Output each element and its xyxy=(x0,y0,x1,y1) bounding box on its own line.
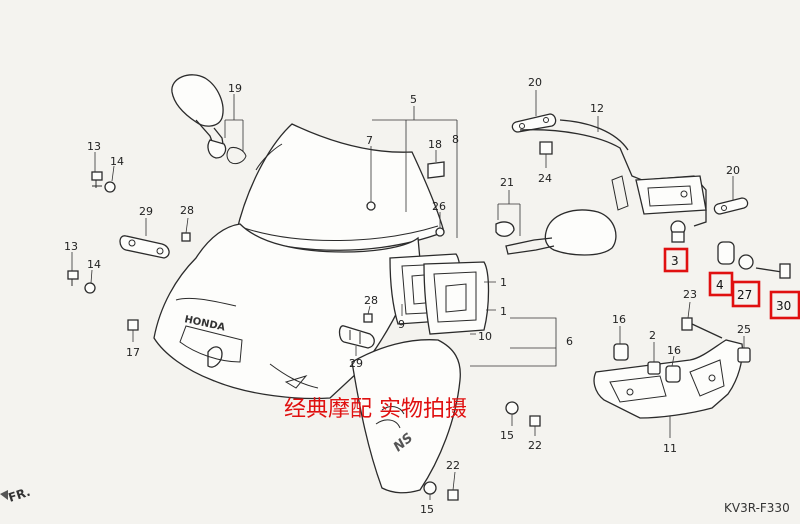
label-14-top: 14 xyxy=(110,155,124,168)
left-mirror xyxy=(171,74,247,165)
label-28-top: 28 xyxy=(180,204,194,217)
inner-panel-10 xyxy=(423,261,490,335)
label-13-top: 13 xyxy=(87,140,101,153)
stay-bracket-12 xyxy=(519,119,707,227)
label-8: 8 xyxy=(452,133,459,146)
label-13-lower: 13 xyxy=(64,240,78,253)
rubber-4 xyxy=(717,241,735,265)
label-17: 17 xyxy=(126,346,140,359)
label-16-left: 16 xyxy=(612,313,626,326)
bolt-30 xyxy=(755,263,791,279)
label-11: 11 xyxy=(663,442,677,455)
label-6: 6 xyxy=(566,335,573,348)
label-25: 25 xyxy=(737,323,751,336)
label-30: 30 xyxy=(776,299,791,313)
washer-27 xyxy=(738,254,754,270)
bolt-28-top xyxy=(181,232,191,242)
highlight-box-30 xyxy=(769,290,800,320)
label-1a: 1 xyxy=(500,276,507,289)
collar-2 xyxy=(647,361,661,375)
label-26: 26 xyxy=(432,200,446,213)
grommet-15-bottom xyxy=(423,481,437,495)
label-22-mid: 22 xyxy=(528,439,542,452)
bracket-20-right xyxy=(713,197,749,215)
label-20-right: 20 xyxy=(726,164,740,177)
label-5: 5 xyxy=(410,93,417,106)
label-7: 7 xyxy=(366,134,373,147)
bolt-13-lower xyxy=(67,270,79,280)
washer-14-top xyxy=(104,181,116,193)
bushing-24 xyxy=(539,141,553,155)
clip-17 xyxy=(127,319,139,331)
label-29-top: 29 xyxy=(139,205,153,218)
screw-7 xyxy=(366,201,376,211)
label-22-bottom: 22 xyxy=(446,459,460,472)
sticker-18 xyxy=(427,161,445,179)
fr-arrow-icon xyxy=(0,490,8,500)
windscreen xyxy=(235,123,445,251)
label-10: 10 xyxy=(478,330,492,343)
label-21: 21 xyxy=(500,176,514,189)
label-23: 23 xyxy=(683,288,697,301)
highlight-box-27 xyxy=(731,280,761,308)
nut-25 xyxy=(737,347,751,363)
label-29-mid: 29 xyxy=(349,357,363,370)
label-4: 4 xyxy=(716,278,724,292)
collar-3-body xyxy=(671,231,685,243)
bracket-29-top xyxy=(119,235,170,259)
bolt-23 xyxy=(681,317,723,339)
upper-cowl xyxy=(153,223,421,400)
diagram-code: KV3R-F330 xyxy=(724,501,790,515)
label-27: 27 xyxy=(737,288,752,302)
label-15-bottom: 15 xyxy=(420,503,434,516)
bracket-29-mid xyxy=(338,325,375,349)
bolt-13-top xyxy=(91,171,103,188)
label-1b: 1 xyxy=(500,305,507,318)
label-14-lower: 14 xyxy=(87,258,101,271)
rubber-16-right xyxy=(665,365,681,383)
lower-cowl xyxy=(351,339,461,494)
direction-mark: FR. xyxy=(7,485,32,505)
label-12: 12 xyxy=(590,102,604,115)
bracket-20-top xyxy=(511,113,557,133)
washer-14-lower xyxy=(84,282,96,294)
screw-22-mid xyxy=(529,415,541,427)
label-19: 19 xyxy=(228,82,242,95)
nut-26 xyxy=(435,227,445,237)
label-2: 2 xyxy=(649,329,656,342)
right-mirror xyxy=(495,209,617,256)
rubber-16-left xyxy=(613,343,629,361)
watermark-text: 经典摩配 实物拍摄 xyxy=(284,397,467,422)
label-20-top: 20 xyxy=(528,76,542,89)
label-15-mid: 15 xyxy=(500,429,514,442)
label-28-mid: 28 xyxy=(364,294,378,307)
label-3: 3 xyxy=(671,254,679,268)
label-9: 9 xyxy=(398,318,405,331)
label-18: 18 xyxy=(428,138,442,151)
grommet-15-mid xyxy=(505,401,519,415)
label-16-right: 16 xyxy=(667,344,681,357)
label-24: 24 xyxy=(538,172,552,185)
bolt-28-mid xyxy=(363,313,373,323)
highlight-box-3 xyxy=(663,247,689,273)
screw-22-bottom xyxy=(447,489,459,501)
